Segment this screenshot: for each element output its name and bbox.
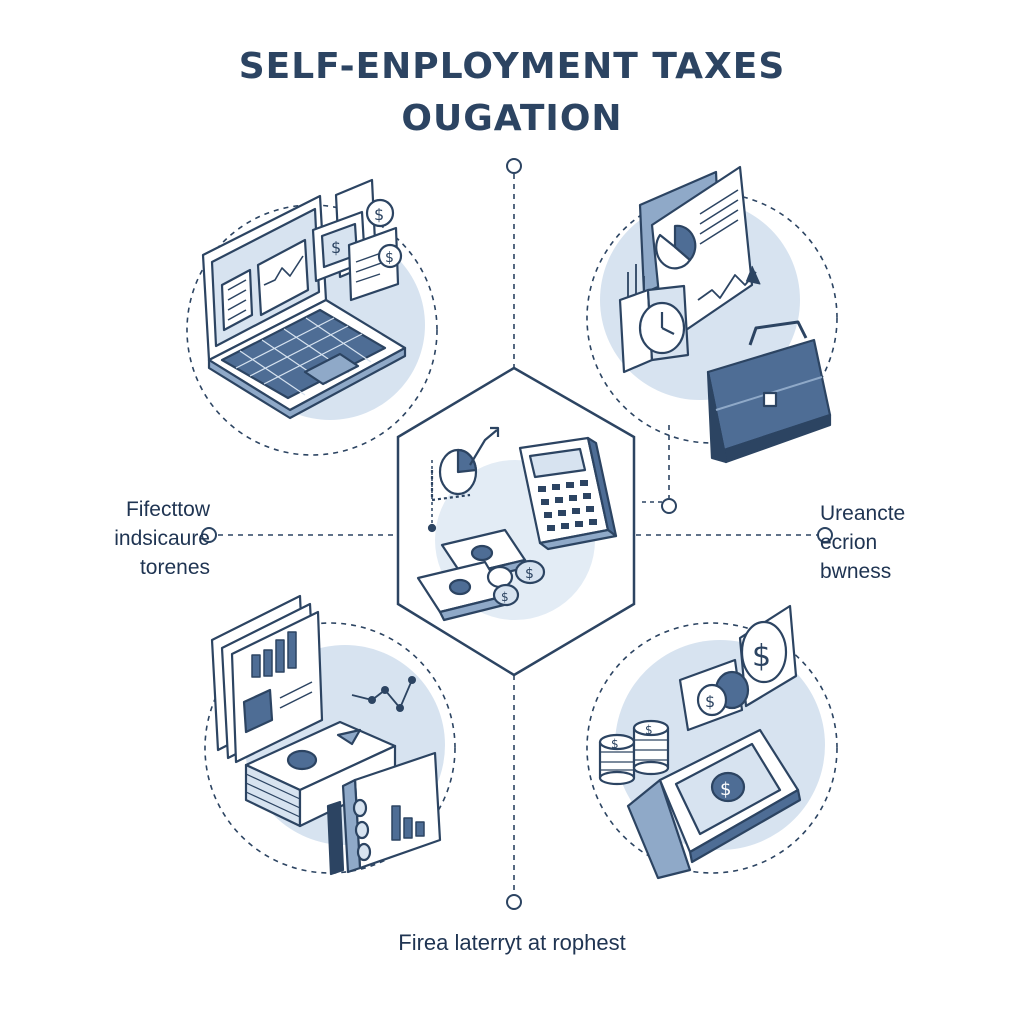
report-cash-binder-icon bbox=[210, 594, 442, 876]
svg-text:$: $ bbox=[705, 692, 715, 711]
right-label-line-3: bwness bbox=[820, 560, 892, 583]
svg-text:$: $ bbox=[374, 205, 384, 224]
connector-lines bbox=[218, 174, 818, 893]
cash-coins-icon: $ $ $ $ $ bbox=[598, 604, 802, 880]
mid-right-node bbox=[661, 498, 677, 514]
laptop-finance-icon: $ $ $ bbox=[201, 178, 407, 420]
svg-text:$: $ bbox=[645, 723, 653, 737]
briefcase-report-icon bbox=[618, 165, 832, 464]
svg-text:$: $ bbox=[611, 737, 619, 751]
left-label-line-2: indsicaure bbox=[114, 527, 210, 550]
svg-text:$: $ bbox=[501, 590, 509, 604]
bottom-node bbox=[506, 894, 522, 910]
top-node bbox=[506, 158, 522, 174]
svg-text:$: $ bbox=[720, 779, 731, 800]
bottom-label: Firea laterryt at rophest bbox=[398, 930, 626, 955]
calculator-money-icon: $ $ bbox=[416, 426, 618, 622]
right-label-line-2: ecrion bbox=[820, 531, 878, 554]
svg-text:$: $ bbox=[752, 639, 771, 674]
connector-nodes bbox=[201, 158, 833, 910]
title-line-1: SELF-ENPLOYMENT TAXES bbox=[238, 46, 786, 87]
left-label: Fifecttow indsicaure torenes bbox=[50, 495, 210, 582]
title-line-2: OUGATION bbox=[401, 98, 623, 139]
left-label-line-3: torenes bbox=[139, 556, 210, 579]
left-node bbox=[201, 527, 217, 543]
svg-text:$: $ bbox=[385, 250, 394, 266]
left-label-line-1: Fifecttow bbox=[125, 498, 210, 521]
right-label-line-1: Ureancte bbox=[820, 502, 906, 525]
svg-text:$: $ bbox=[525, 566, 534, 582]
svg-text:$: $ bbox=[331, 238, 341, 257]
right-node bbox=[817, 527, 833, 543]
right-label: Ureancte ecrion bwness bbox=[820, 499, 990, 586]
